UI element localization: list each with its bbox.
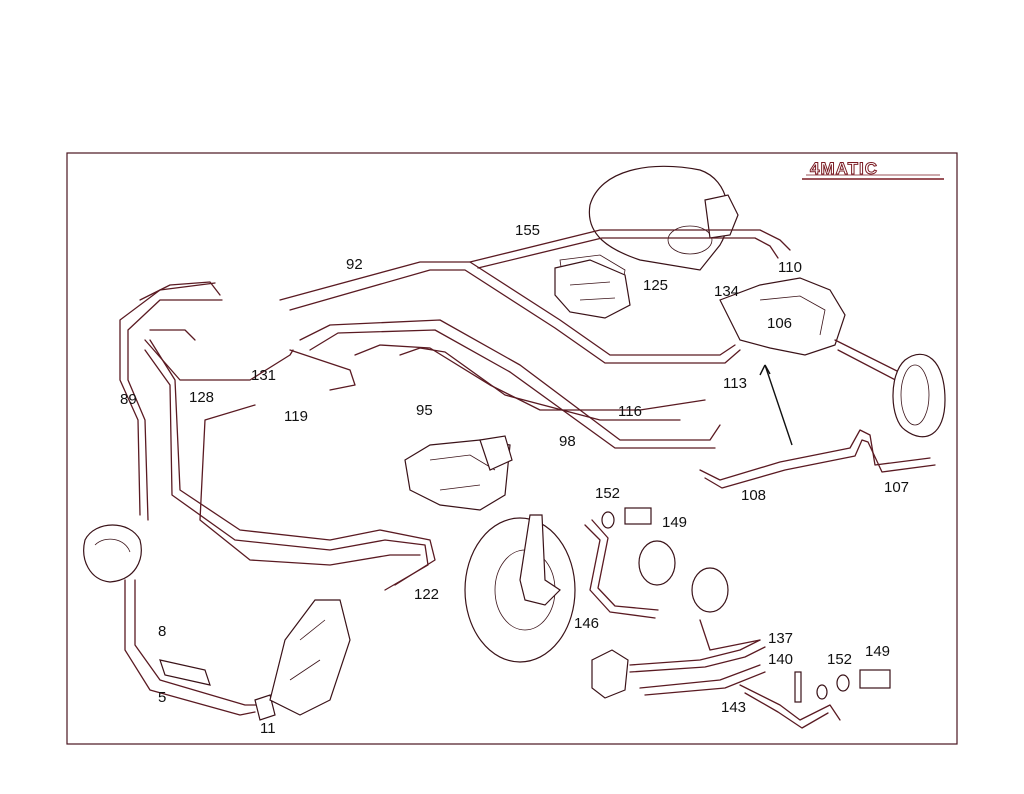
callout-149-lower[interactable]: 149 bbox=[865, 643, 890, 660]
callout-146[interactable]: 146 bbox=[574, 615, 599, 632]
callout-119[interactable]: 119 bbox=[284, 408, 308, 425]
callout-92[interactable]: 92 bbox=[346, 256, 363, 273]
front-brake-disc bbox=[464, 514, 576, 663]
hydraulic-accumulators bbox=[638, 540, 729, 613]
callout-125[interactable]: 125 bbox=[643, 277, 668, 294]
rear-line-108-107 bbox=[699, 364, 936, 489]
callout-89[interactable]: 89 bbox=[120, 391, 137, 408]
rear-brake-drum bbox=[559, 165, 739, 311]
fluid-reservoir-body bbox=[269, 599, 351, 716]
callout-98[interactable]: 98 bbox=[559, 433, 576, 450]
callout-108[interactable]: 108 bbox=[741, 487, 766, 504]
banjo-fittings bbox=[601, 507, 891, 700]
left-reservoir bbox=[83, 524, 276, 721]
brake-line-bundle bbox=[139, 229, 791, 449]
left-brake-lines bbox=[119, 282, 436, 591]
4matic-logo: 4MATIC bbox=[802, 159, 944, 180]
callout-113[interactable]: 113 bbox=[723, 375, 747, 392]
callout-137[interactable]: 137 bbox=[768, 630, 793, 647]
master-cylinder bbox=[404, 435, 513, 511]
callout-140[interactable]: 140 bbox=[768, 651, 793, 668]
pressure-regulator bbox=[554, 259, 631, 319]
callout-152-upper[interactable]: 152 bbox=[595, 485, 620, 502]
callout-11[interactable]: 11 bbox=[260, 720, 276, 737]
rear-differential bbox=[719, 277, 906, 386]
callout-131[interactable]: 131 bbox=[251, 367, 276, 384]
brake-hose-146 bbox=[584, 519, 659, 619]
callout-152-lower[interactable]: 152 bbox=[827, 651, 852, 668]
callout-128[interactable]: 128 bbox=[189, 389, 214, 406]
callout-95[interactable]: 95 bbox=[416, 402, 433, 419]
callout-107[interactable]: 107 bbox=[884, 479, 909, 496]
callout-116[interactable]: 116 bbox=[618, 403, 642, 420]
callout-110[interactable]: 110 bbox=[778, 259, 802, 276]
callout-149-upper[interactable]: 149 bbox=[662, 514, 687, 531]
rear-wheel-hub bbox=[892, 353, 946, 438]
callout-8[interactable]: 8 bbox=[158, 623, 166, 640]
callout-143[interactable]: 143 bbox=[721, 699, 746, 716]
callout-155[interactable]: 155 bbox=[515, 222, 540, 239]
part-callouts: 155 92 110 125 134 106 131 89 128 119 11… bbox=[120, 222, 909, 737]
callout-134[interactable]: 134 bbox=[714, 283, 739, 300]
valve-block-lines bbox=[591, 619, 841, 729]
callout-122[interactable]: 122 bbox=[414, 586, 439, 603]
logo-text: 4MATIC bbox=[810, 159, 878, 178]
callout-106[interactable]: 106 bbox=[767, 315, 792, 332]
callout-5[interactable]: 5 bbox=[158, 689, 166, 706]
diagram-frame bbox=[66, 152, 958, 745]
